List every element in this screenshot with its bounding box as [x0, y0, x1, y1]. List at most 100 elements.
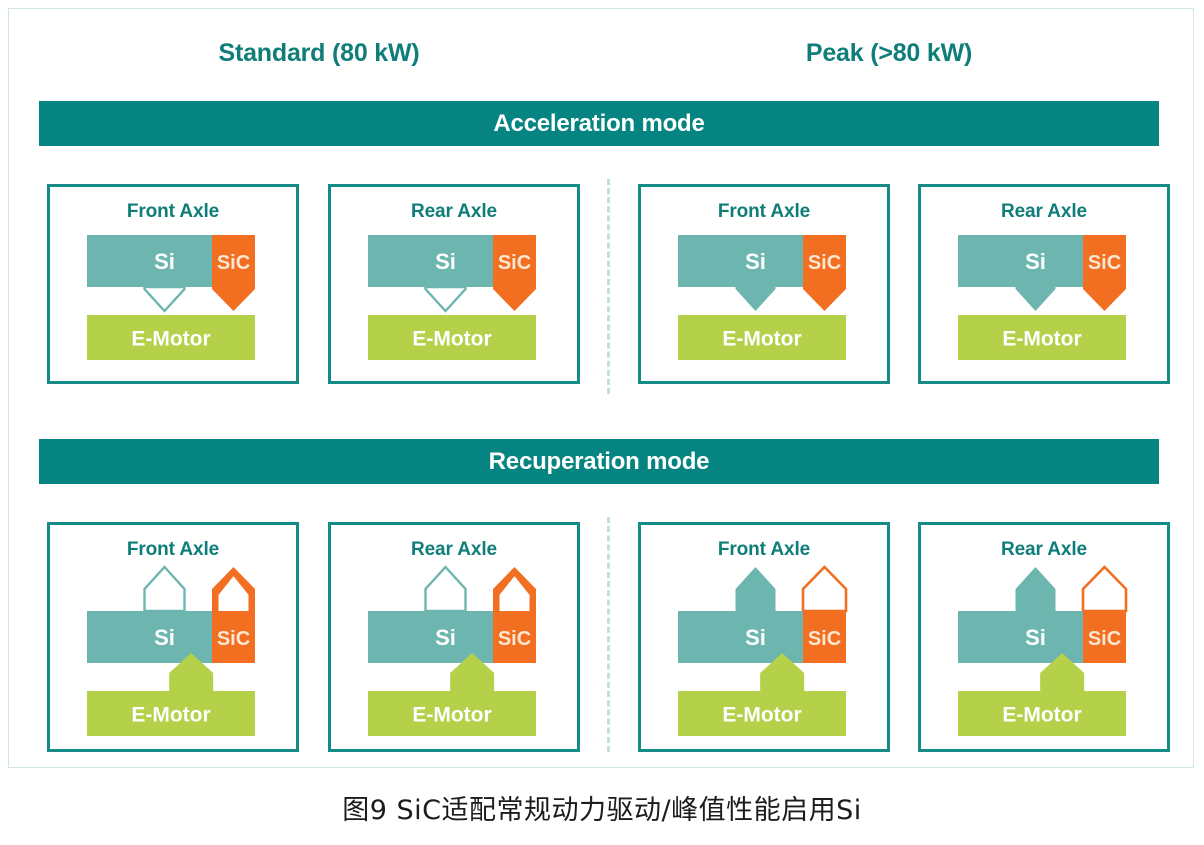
emotor-flow-arrow — [450, 653, 495, 691]
si-flow-arrow — [1015, 567, 1056, 611]
axle-panel-acceleration-2[interactable]: Front Axle Si SiC E-Motor — [638, 184, 890, 384]
si-flow-arrow — [735, 567, 776, 611]
axle-diagram-wrapper: Si SiC E-Motor — [50, 525, 296, 749]
axle-flow-diagram: Si SiC E-Motor — [87, 565, 255, 736]
axle-flow-diagram: Si SiC E-Motor — [87, 235, 255, 360]
axle-diagram-wrapper: Si SiC E-Motor — [641, 187, 887, 381]
axle-diagram-wrapper: Si SiC E-Motor — [50, 187, 296, 381]
emotor-flow-arrow — [760, 653, 805, 691]
sic-label: SiC — [808, 628, 841, 650]
sic-flow-arrow — [1081, 565, 1128, 613]
si-block — [958, 235, 1083, 287]
figure-frame: Standard (80 kW) Peak (>80 kW) Accelerat… — [8, 8, 1194, 768]
mode-banner-recuperation: Recuperation mode — [39, 439, 1159, 484]
si-label: Si — [1025, 249, 1046, 274]
emotor-block — [368, 315, 536, 360]
si-label: Si — [1025, 625, 1046, 650]
axle-flow-diagram: Si SiC E-Motor — [368, 235, 536, 360]
axle-panel-title: Front Axle — [717, 539, 811, 560]
column-header-standard: Standard (80 kW) — [218, 39, 420, 67]
si-block — [678, 235, 803, 287]
si-label: Si — [745, 249, 766, 274]
axle-panel-acceleration-0[interactable]: Front Axle Si SiC E-Motor — [47, 184, 299, 384]
mode-banner-acceleration: Acceleration mode — [39, 101, 1159, 146]
emotor-block — [87, 315, 255, 360]
si-label: Si — [435, 625, 456, 650]
emotor-block — [678, 315, 846, 360]
sic-block-with-arrow — [803, 235, 846, 311]
sic-label: SiC — [808, 252, 841, 274]
axle-panel-title: Rear Axle — [1000, 539, 1088, 560]
sic-block-with-arrow — [1083, 235, 1126, 311]
axle-diagram-wrapper: Si SiC E-Motor — [641, 525, 887, 749]
column-headers: Standard (80 kW) Peak (>80 kW) — [9, 39, 1193, 79]
si-flow-arrow — [143, 285, 186, 313]
axle-diagram-wrapper: Si SiC E-Motor — [331, 187, 577, 381]
emotor-block — [678, 691, 846, 736]
sic-label: SiC — [217, 252, 250, 274]
sic-block — [212, 611, 255, 663]
sic-label: SiC — [217, 628, 250, 650]
sic-label: SiC — [1088, 252, 1121, 274]
si-flow-arrow — [424, 565, 467, 613]
emotor-label: E-Motor — [412, 704, 491, 727]
sic-block-with-arrow — [212, 235, 255, 311]
sic-block — [803, 611, 846, 663]
column-divider-acceleration — [607, 179, 610, 394]
emotor-label: E-Motor — [1002, 704, 1081, 727]
axle-panel-recuperation-0[interactable]: Front Axle Si SiC E-Motor — [47, 522, 299, 752]
figure-caption: 图9 SiC适配常规动力驱动/峰值性能启用Si — [342, 795, 862, 826]
axle-panel-title: Rear Axle — [410, 539, 498, 560]
panel-row-acceleration: Front Axle Si SiC E-Motor Rear Axle Si S… — [9, 184, 1193, 384]
si-flow-arrow — [424, 285, 467, 313]
sic-label: SiC — [1088, 628, 1121, 650]
emotor-label: E-Motor — [131, 328, 210, 351]
emotor-label: E-Motor — [722, 704, 801, 727]
si-label: Si — [154, 625, 175, 650]
axle-diagram-wrapper: Si SiC E-Motor — [331, 525, 577, 749]
axle-panel-title: Rear Axle — [410, 201, 498, 222]
sic-arrow-notch — [218, 576, 249, 611]
sic-label: SiC — [498, 252, 531, 274]
si-flow-arrow — [735, 287, 776, 311]
sic-arrow-notch — [499, 576, 530, 611]
si-label: Si — [154, 249, 175, 274]
sic-block — [1083, 611, 1126, 663]
axle-flow-diagram: Si SiC E-Motor — [678, 235, 846, 360]
emotor-label: E-Motor — [722, 328, 801, 351]
si-label: Si — [745, 625, 766, 650]
axle-panel-title: Front Axle — [126, 539, 220, 560]
si-block — [368, 235, 493, 287]
axle-flow-diagram: Si SiC E-Motor — [958, 235, 1126, 360]
si-block — [87, 235, 212, 287]
emotor-block — [958, 315, 1126, 360]
sic-block-with-arrow — [493, 235, 536, 311]
column-divider-recuperation — [607, 517, 610, 752]
axle-panel-recuperation-2[interactable]: Front Axle Si SiC E-Motor — [638, 522, 890, 752]
axle-flow-diagram: Si SiC E-Motor — [958, 565, 1128, 736]
axle-panel-title: Rear Axle — [1000, 201, 1088, 222]
axle-diagram-wrapper: Si SiC E-Motor — [921, 525, 1167, 749]
axle-flow-diagram: Si SiC E-Motor — [678, 565, 848, 736]
emotor-flow-arrow — [169, 653, 214, 691]
axle-flow-diagram: Si SiC E-Motor — [368, 565, 536, 736]
si-label: Si — [435, 249, 456, 274]
emotor-label: E-Motor — [1002, 328, 1081, 351]
sic-label: SiC — [498, 628, 531, 650]
emotor-block — [958, 691, 1126, 736]
axle-panel-title: Front Axle — [126, 201, 220, 222]
column-header-peak: Peak (>80 kW) — [805, 39, 973, 67]
sic-block — [493, 611, 536, 663]
axle-panel-recuperation-1[interactable]: Rear Axle Si SiC E-Motor — [328, 522, 580, 752]
sic-flow-arrow — [801, 565, 848, 613]
axle-panel-acceleration-1[interactable]: Rear Axle Si SiC E-Motor — [328, 184, 580, 384]
emotor-flow-arrow — [1040, 653, 1085, 691]
axle-panel-title: Front Axle — [717, 201, 811, 222]
axle-panel-recuperation-3[interactable]: Rear Axle Si SiC E-Motor — [918, 522, 1170, 752]
si-flow-arrow — [1015, 287, 1056, 311]
axle-panel-acceleration-3[interactable]: Rear Axle Si SiC E-Motor — [918, 184, 1170, 384]
si-flow-arrow — [143, 565, 186, 613]
emotor-label: E-Motor — [131, 704, 210, 727]
emotor-block — [87, 691, 255, 736]
emotor-label: E-Motor — [412, 328, 491, 351]
